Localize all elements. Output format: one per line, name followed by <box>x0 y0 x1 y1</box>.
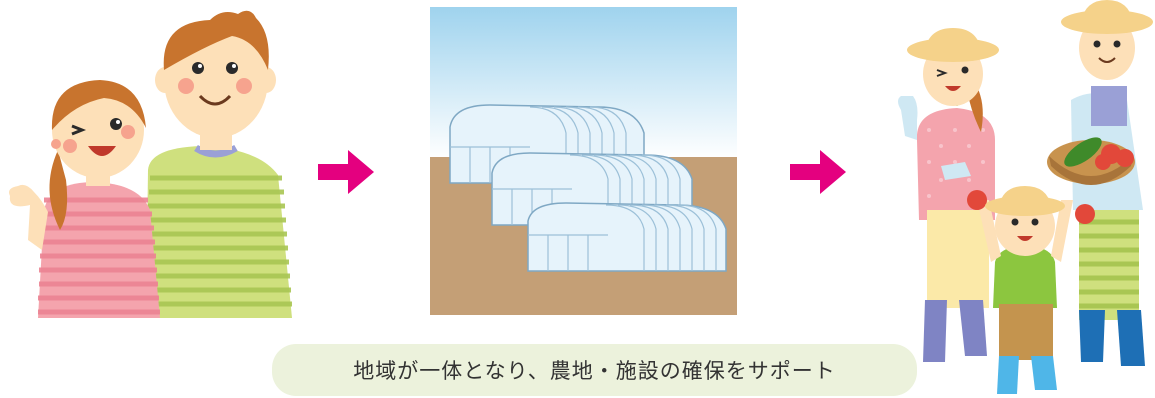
arrow-right-icon <box>790 150 846 194</box>
caption-banner: 地域が一体となり、農地・施設の確保をサポート <box>272 344 917 396</box>
caption-text: 地域が一体となり、農地・施設の確保をサポート <box>353 359 836 383</box>
man-figure <box>146 10 292 318</box>
arrow-right-icon <box>318 150 374 194</box>
woman-figure <box>9 80 160 318</box>
child-figure <box>967 186 1095 394</box>
couple-illustration <box>9 10 292 318</box>
greenhouse-front <box>527 202 727 272</box>
farming-family-illustration <box>898 0 1153 394</box>
father-figure <box>1047 0 1153 366</box>
greenhouse-illustration <box>430 7 737 315</box>
